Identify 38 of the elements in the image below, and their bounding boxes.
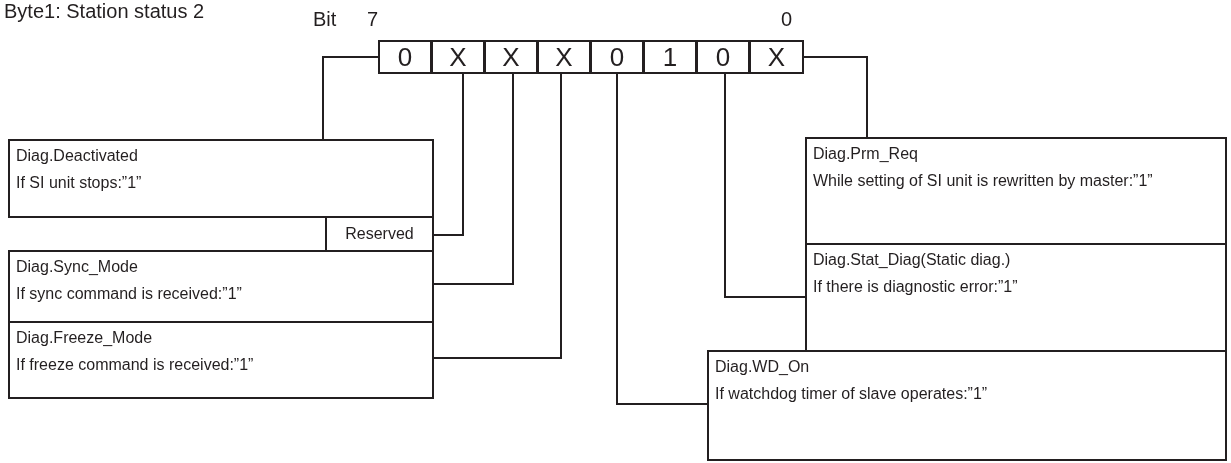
signal-name: Diag.Prm_Req <box>813 144 919 164</box>
connector-line <box>322 56 379 140</box>
bit-number: 7 <box>367 8 379 31</box>
signal-description: If freeze command is received:”1” <box>16 355 255 375</box>
description-box <box>805 243 1227 352</box>
signal-name: Diag.Deactivated <box>16 146 139 166</box>
bit-cell: X <box>484 40 538 74</box>
bit-cell: 1 <box>643 40 697 74</box>
bit-cell: 0 <box>378 40 432 74</box>
connector-line <box>616 73 708 405</box>
connector-line <box>724 73 806 298</box>
description-box <box>8 139 434 218</box>
connector-line <box>433 73 464 236</box>
connector-line <box>433 73 514 285</box>
signal-name: Diag.Freeze_Mode <box>16 328 154 348</box>
description-box <box>8 250 434 323</box>
bit-cell: 0 <box>696 40 750 74</box>
bit-cell: 0 <box>590 40 644 74</box>
connector-line <box>433 73 562 359</box>
bit-cell: X <box>431 40 485 74</box>
signal-description: If sync command is received:”1” <box>16 284 243 304</box>
axis-label: Bit <box>313 8 337 31</box>
signal-name: Diag.Sync_Mode <box>16 257 139 277</box>
description-box <box>707 350 1227 461</box>
signal-name: Diag.WD_On <box>715 357 811 377</box>
bit-cell: X <box>749 40 804 74</box>
signal-description: If there is diagnostic error:”1” <box>813 277 1019 297</box>
signal-description: If SI unit stops:”1” <box>16 173 143 193</box>
signal-name: Diag.Stat_Diag(Static diag.) <box>813 250 1012 270</box>
description-box <box>805 137 1227 245</box>
diagram-title: Byte1: Station status 2 <box>4 0 205 23</box>
bit-cell: X <box>537 40 591 74</box>
description-box <box>8 321 434 399</box>
signal-description: If watchdog timer of slave operates:”1” <box>715 384 989 404</box>
bit-number: 0 <box>781 8 793 31</box>
reserved-box: Reserved <box>325 216 434 252</box>
connector-line <box>803 56 868 138</box>
signal-description: While setting of SI unit is rewritten by master:”1” <box>813 171 1154 191</box>
